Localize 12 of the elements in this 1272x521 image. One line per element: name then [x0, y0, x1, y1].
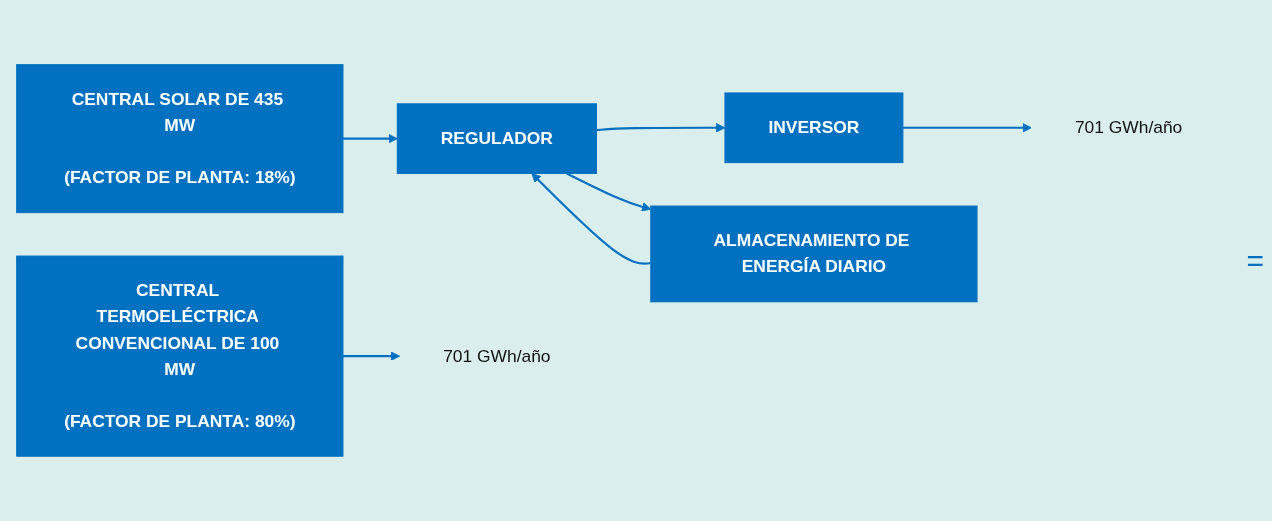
node-box: ALMACENAMIENTO DE ENERGÍA DIARIO [650, 205, 978, 303]
node-box: INVERSOR [724, 92, 904, 164]
node-box: CENTRAL TERMOELÉCTRICA CONVENCIONAL DE 100 MW (FACTOR DE PLANTA: 80%) [16, 255, 344, 457]
node-box: CENTRAL SOLAR DE 435 MW (FACTOR DE PLANTA: 18%) [16, 64, 344, 214]
node-text: 701 GWh/año [443, 346, 551, 365]
equals-sign: = [1246, 243, 1264, 278]
node-text: 701 GWh/año [1074, 118, 1183, 137]
arrow [342, 351, 401, 361]
arrow [902, 123, 1032, 133]
arrow [531, 173, 651, 265]
node-box: REGULADOR [396, 103, 597, 175]
arrow [342, 133, 398, 144]
